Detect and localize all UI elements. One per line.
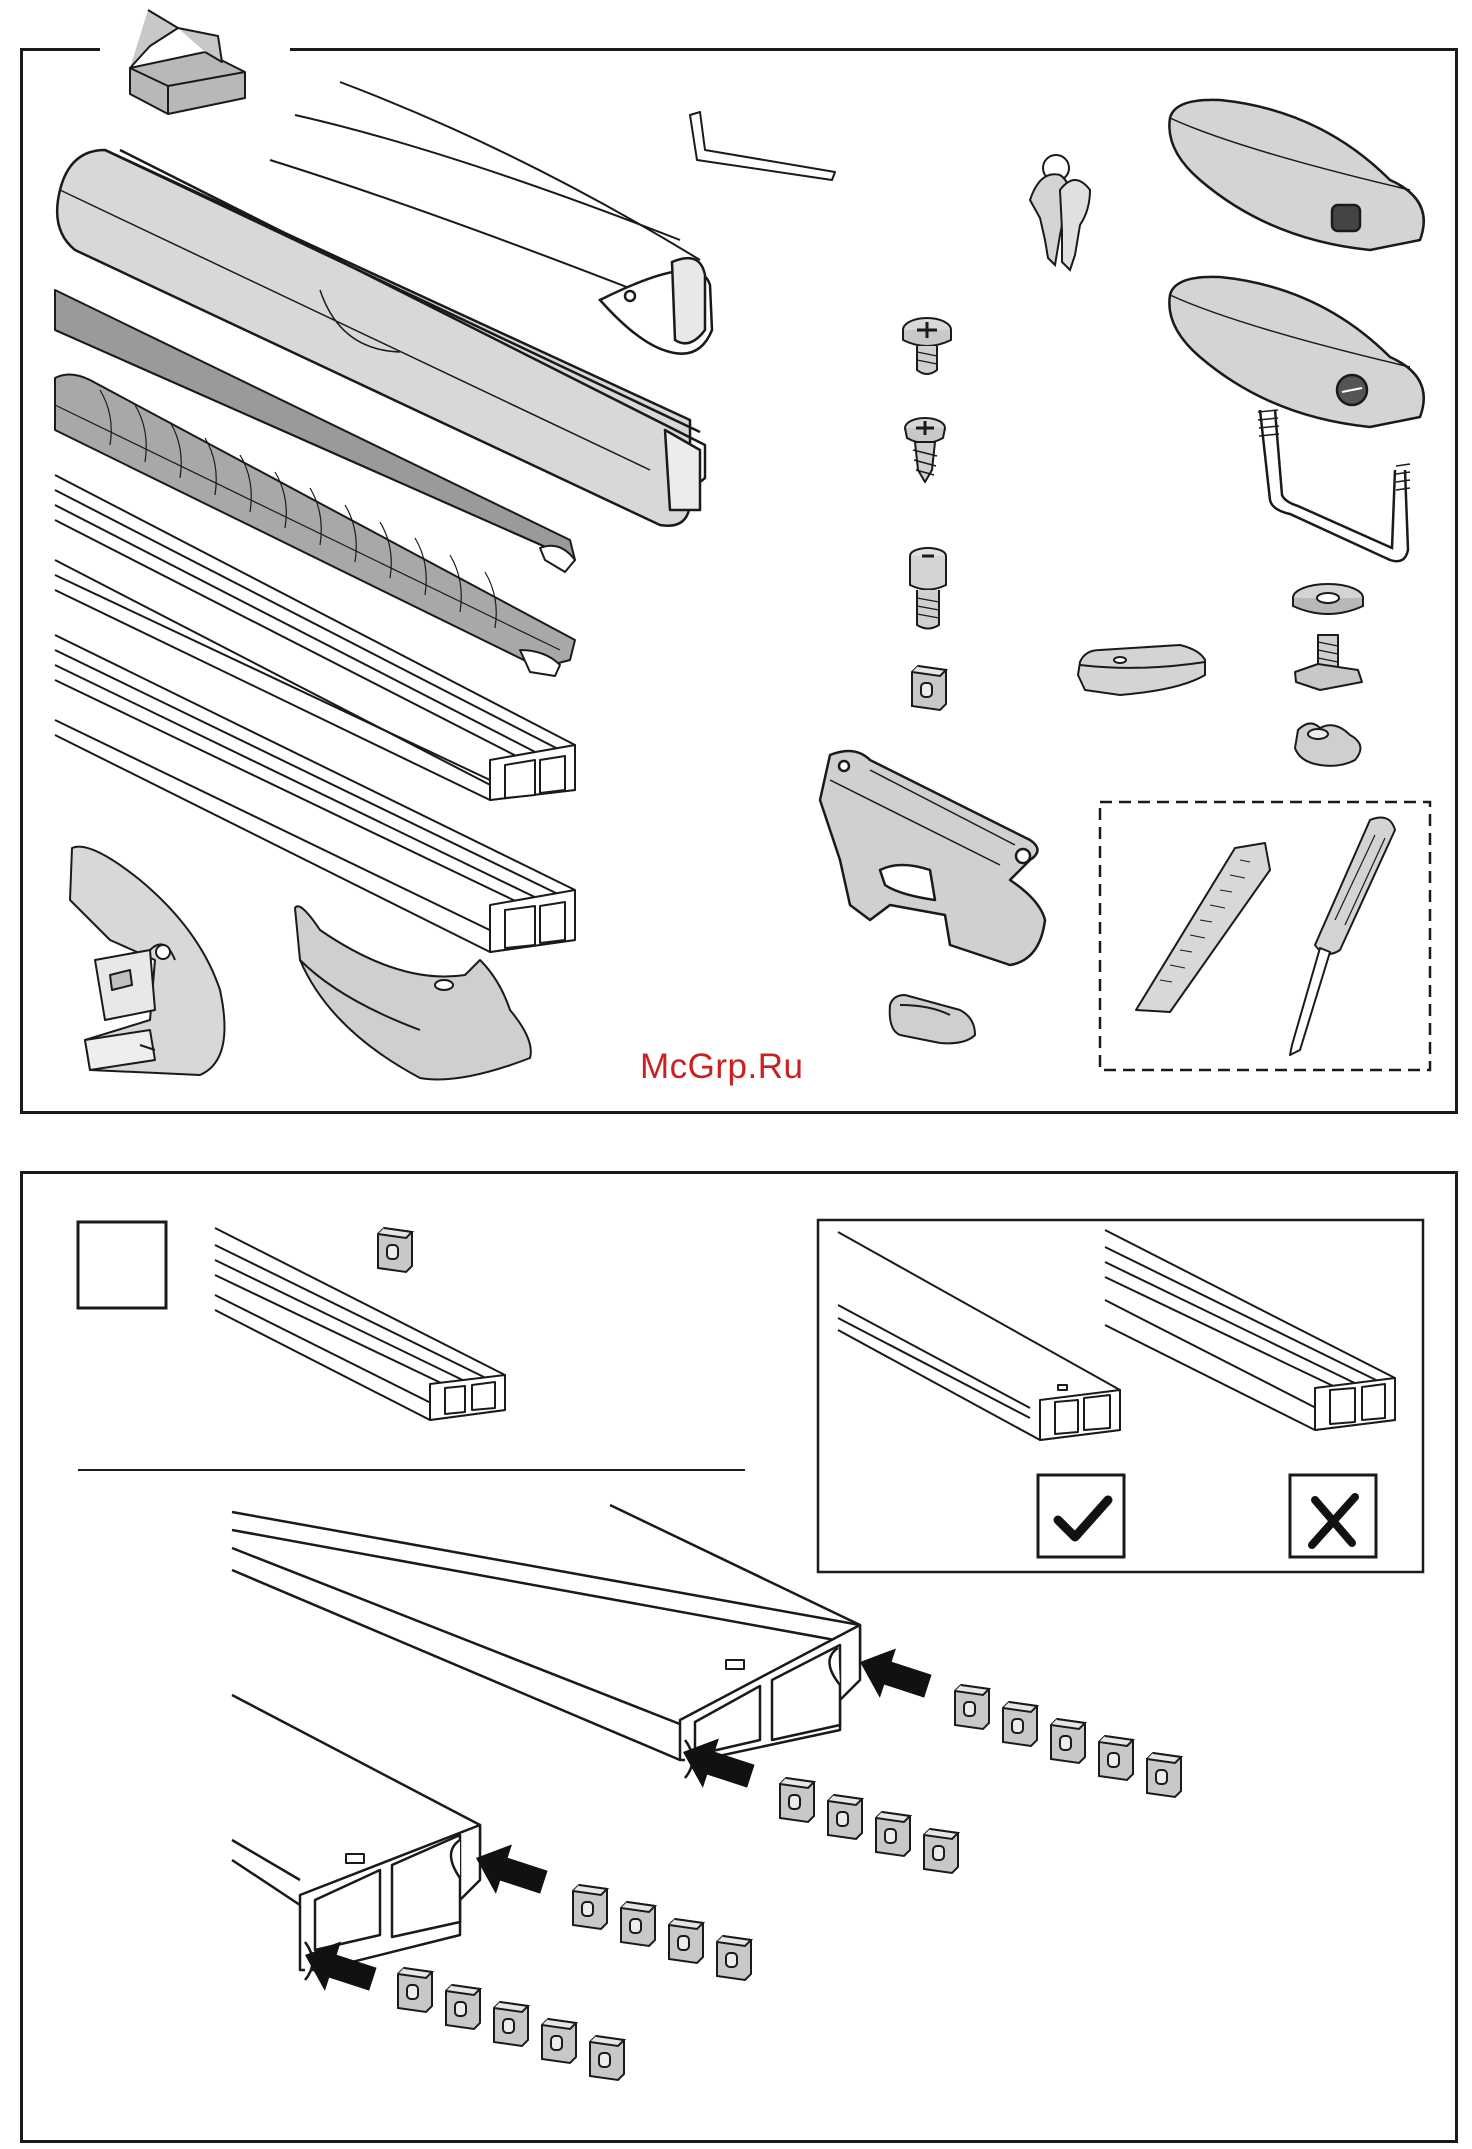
step-checkbox-icon[interactable] (78, 1222, 166, 1308)
watermark-text: McGrp.Ru (640, 1047, 803, 1087)
bolt-icon (910, 548, 946, 629)
nut-row-4 (398, 1968, 624, 2080)
profile-icon (232, 1505, 860, 1778)
keys-icon (1030, 155, 1090, 270)
self-tapping-screw-icon (905, 418, 945, 482)
small-cap-icon (890, 995, 975, 1043)
square-nut-icon (912, 666, 946, 710)
profile-icon (232, 1695, 480, 1980)
foot-bracket-icon (820, 751, 1045, 965)
square-nut-icon (378, 1228, 412, 1272)
nut-row-1 (955, 1685, 1181, 1797)
washer-icon (1293, 584, 1363, 614)
foot-bracket-icon (70, 847, 225, 1075)
correct-check-icon (1038, 1475, 1124, 1557)
u-bolt-icon (1258, 410, 1410, 561)
screw-icon (903, 318, 951, 374)
tape-measure-icon (1136, 843, 1270, 1012)
knob-icon (1295, 723, 1360, 765)
lock-cover-icon (1169, 277, 1423, 427)
screwdriver-icon (1290, 818, 1395, 1055)
hex-key-icon (690, 112, 835, 180)
t-bolt-icon (1295, 635, 1362, 690)
profile-icon (215, 1228, 505, 1420)
nut-row-2 (780, 1778, 958, 1873)
lock-cover-icon (1169, 100, 1423, 250)
clamp-block-icon (1078, 645, 1205, 695)
insert-arrow-icon (851, 1639, 936, 1711)
wrong-cross-icon (1290, 1475, 1376, 1557)
box-icon (130, 10, 245, 114)
nut-row-3 (573, 1885, 751, 1980)
end-cap-icon (600, 258, 712, 354)
